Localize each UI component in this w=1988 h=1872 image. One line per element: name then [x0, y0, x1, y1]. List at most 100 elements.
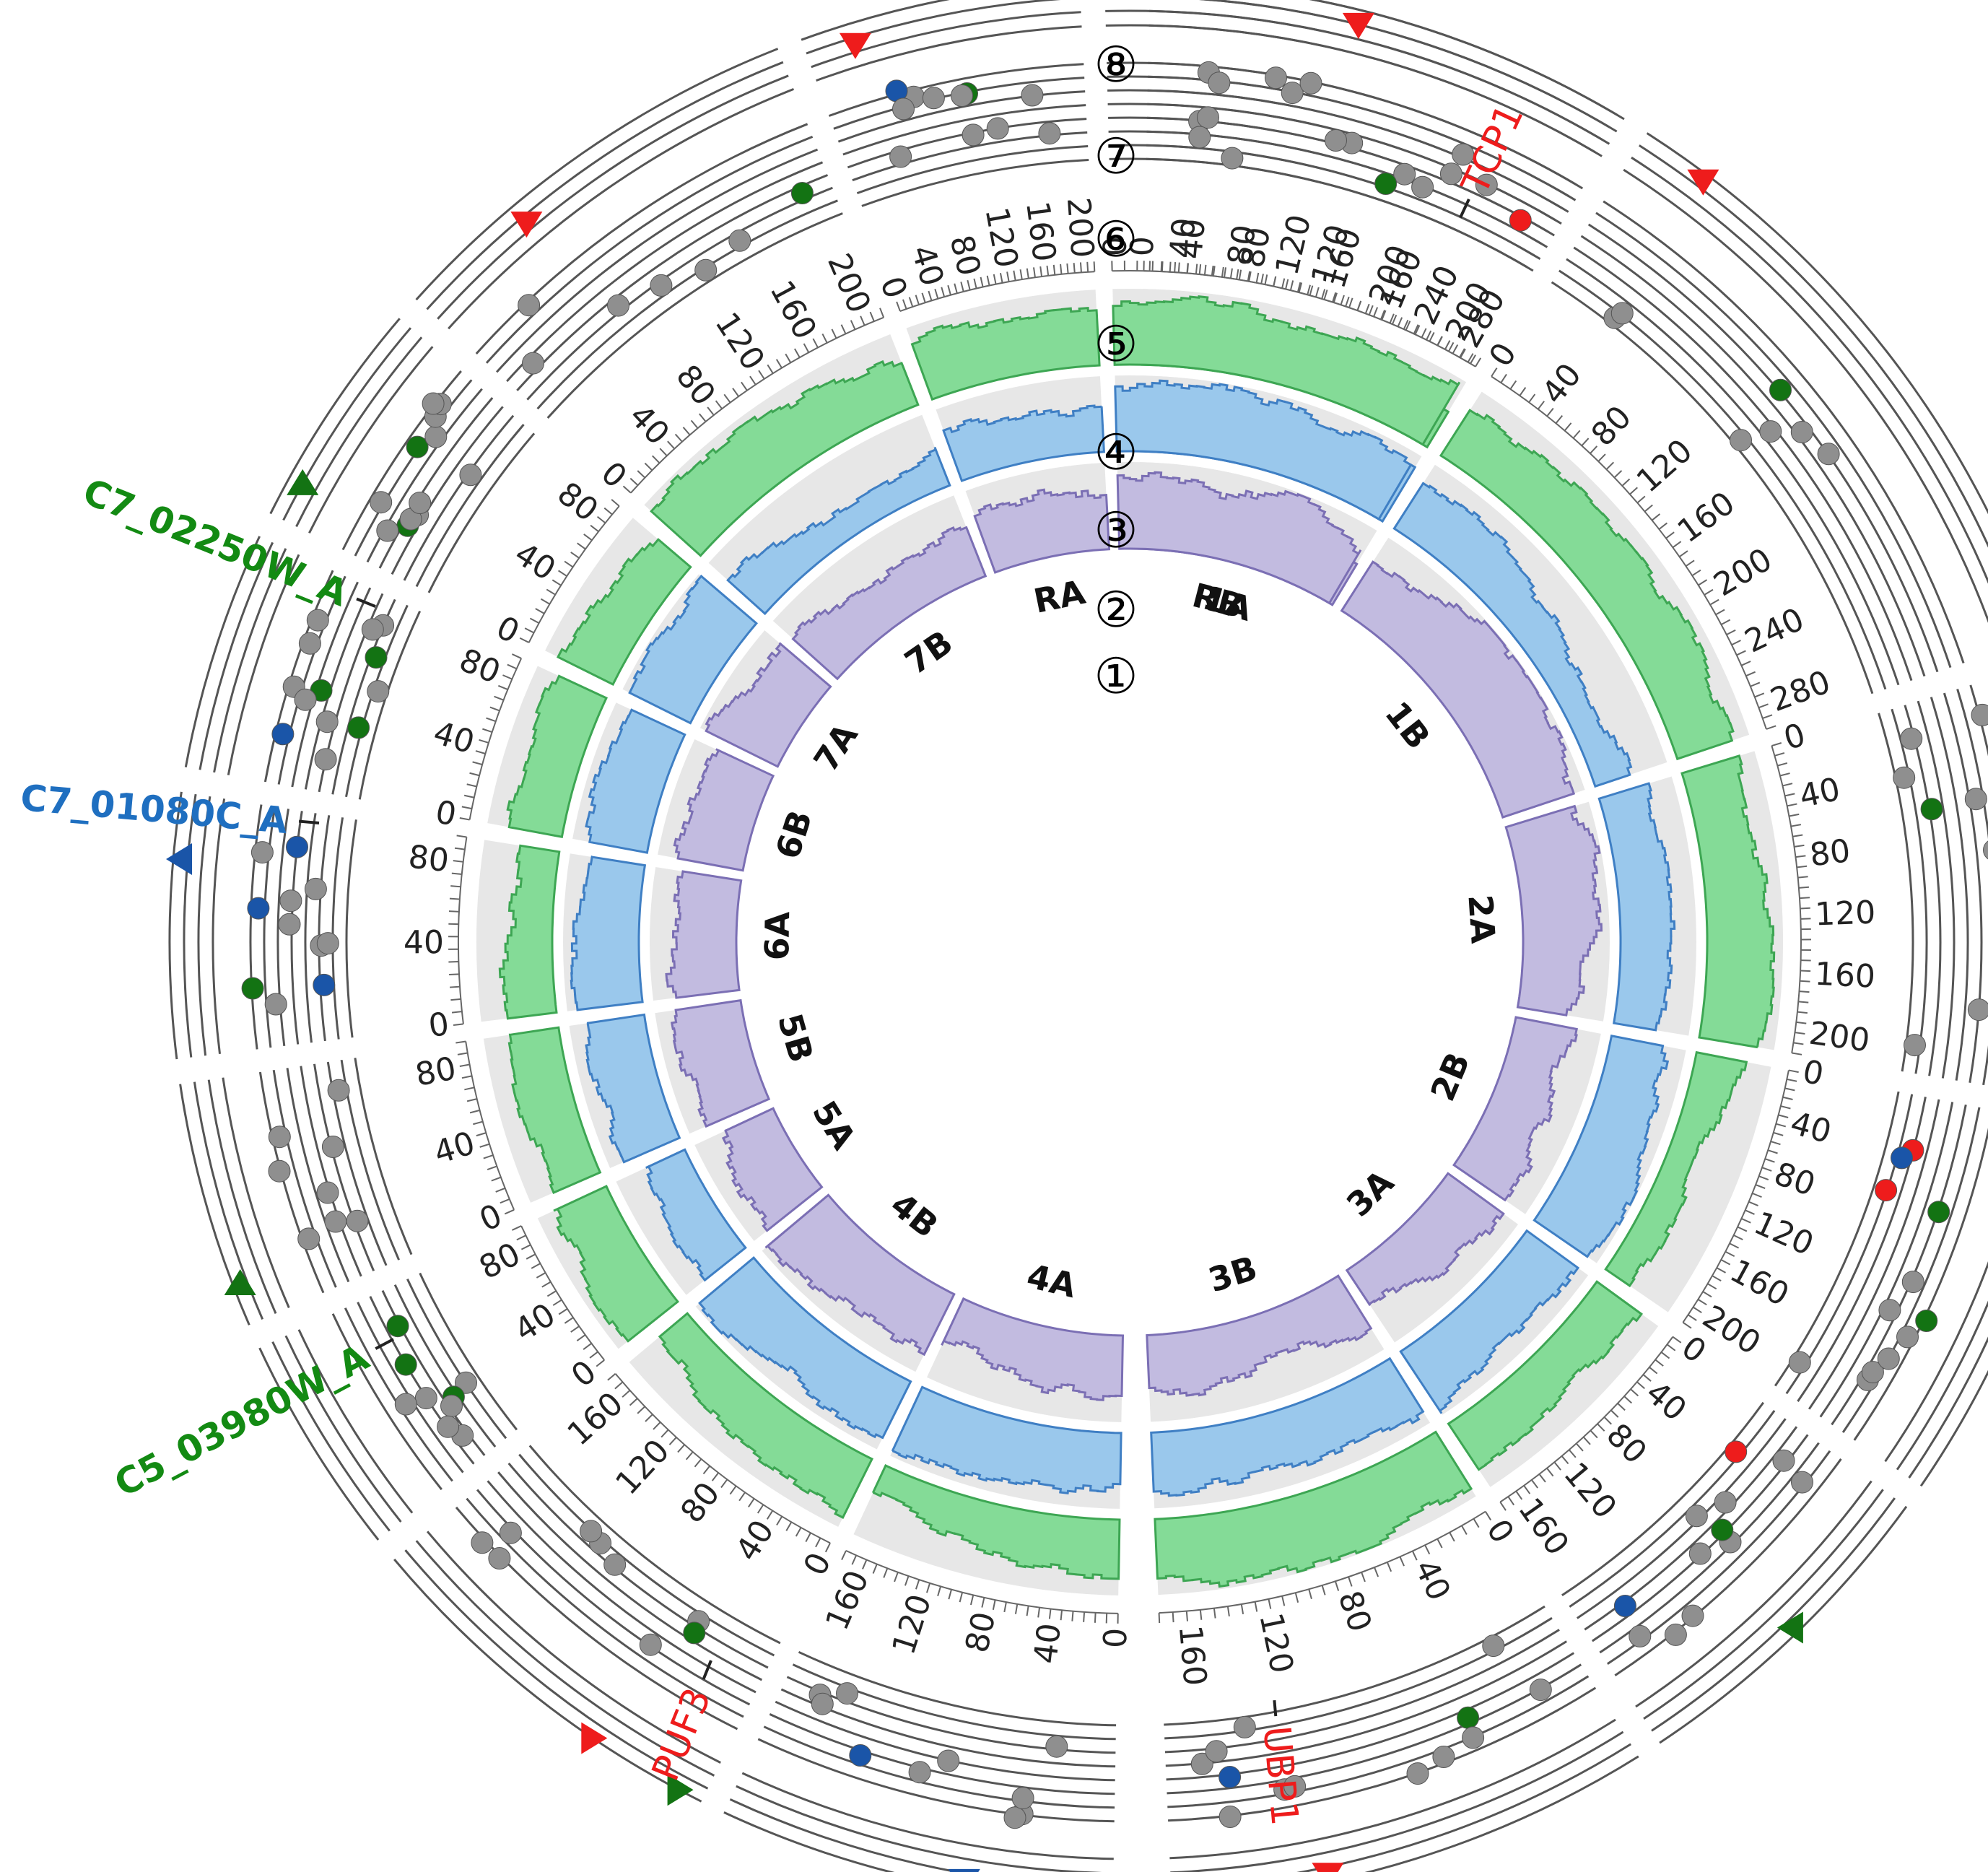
data-point-grey	[440, 1394, 463, 1417]
tick-mark	[1374, 1567, 1379, 1577]
tick-mark	[583, 534, 593, 541]
data-point-grey	[607, 294, 629, 317]
tick-mark	[803, 343, 810, 353]
tick-mark	[1399, 1556, 1405, 1567]
gene-label-c7-02250w-a: C7_02250W_A	[77, 471, 376, 614]
data-point-grey	[522, 352, 544, 375]
tick-mark	[1386, 1562, 1392, 1572]
tick-mark	[860, 315, 866, 326]
tick-mark	[607, 1373, 616, 1381]
track1-histogram-ra	[973, 488, 1111, 574]
grid-arc	[1614, 1458, 1842, 1676]
data-point-grey	[268, 1126, 291, 1149]
grid-arc	[729, 1798, 964, 1872]
tick-mark	[1597, 453, 1606, 462]
tick-label-7b: 160	[762, 274, 824, 345]
tick-mark	[1752, 1192, 1762, 1198]
tick-mark	[504, 1209, 515, 1215]
tick-mark	[1702, 1291, 1712, 1298]
tick-mark	[926, 1583, 931, 1593]
tick-mark	[497, 684, 508, 691]
tick-mark	[973, 278, 977, 289]
grid-arc	[1635, 1480, 1873, 1708]
tick-mark	[483, 1154, 494, 1159]
grid-arc	[1107, 89, 1563, 209]
track1-histogram-4b	[764, 1193, 956, 1357]
grid-arc	[403, 414, 515, 581]
data-point-grey	[889, 145, 912, 168]
tick-mark	[980, 277, 984, 287]
tick-mark	[1289, 280, 1294, 291]
tick-mark	[1461, 1525, 1468, 1535]
track2-histogram-1b	[1392, 482, 1633, 788]
data-point-grey	[1664, 1623, 1687, 1646]
grid-arc	[536, 199, 838, 410]
tick-mark	[1693, 1306, 1702, 1314]
chromosome-label-3b: 3B	[1204, 1248, 1262, 1299]
tick-axis-4a	[845, 1549, 1118, 1614]
tick-mark	[1546, 1468, 1554, 1477]
grid-arc	[183, 793, 197, 1058]
scatter-layer	[241, 61, 1988, 1829]
grid-arc	[1109, 144, 1535, 257]
grid-arc	[1576, 1418, 1787, 1619]
tick-mark	[1660, 1351, 1670, 1359]
tick-mark	[741, 381, 748, 391]
tick-mark	[824, 1542, 831, 1553]
tick-mark	[558, 570, 567, 577]
data-point-grey	[1188, 126, 1211, 149]
grid-arc	[341, 370, 462, 551]
tick-mark	[757, 1504, 764, 1514]
data-point-grey	[1439, 162, 1462, 186]
tick-mark	[464, 1087, 475, 1091]
tick-label-4a: 40	[1027, 1621, 1068, 1666]
tick-mark	[1348, 297, 1353, 308]
tick-label-4a: 120	[885, 1590, 938, 1658]
grid-arc	[213, 548, 287, 773]
tick-mark	[459, 817, 470, 821]
data-point-grey	[1967, 998, 1988, 1022]
track2-histogram-2a	[1597, 782, 1676, 1032]
data-point-green	[386, 1315, 409, 1338]
data-point-grey	[1221, 147, 1244, 170]
grid-arc	[1105, 24, 1596, 153]
tick-label-6a: 0	[427, 1006, 451, 1045]
tick-label-6a: 80	[406, 838, 450, 879]
track-number-2: ②	[1094, 582, 1138, 639]
grid-arc	[1603, 200, 1965, 663]
grid-arc	[258, 1071, 325, 1294]
tick-mark	[1704, 588, 1714, 596]
tick-mark	[596, 1359, 605, 1367]
tick-mark	[637, 1406, 646, 1414]
tick-label-1b: 160	[1671, 484, 1742, 550]
tick-label-ra: 0	[873, 271, 915, 303]
tick-mark	[1666, 1344, 1676, 1351]
tick-mark	[1597, 1423, 1605, 1432]
tick-mark	[1473, 1518, 1480, 1528]
track-number-4: ④	[1094, 425, 1138, 482]
tick-mark	[1332, 292, 1337, 302]
tick-mark	[637, 470, 646, 479]
tick-mark	[1741, 1218, 1751, 1224]
tick-mark	[921, 292, 926, 303]
grid-arc	[1170, 1730, 1624, 1872]
tick-mark	[1770, 1141, 1781, 1146]
grid-arc	[1908, 1336, 1988, 1479]
grid-arc	[1198, 0, 1618, 133]
tick-mark	[449, 897, 460, 900]
grid-arc	[516, 174, 829, 391]
data-point-grey	[694, 258, 718, 282]
tick-mark	[1523, 1485, 1531, 1494]
tick-mark	[831, 328, 837, 339]
data-point-blue	[286, 835, 308, 858]
tick-mark	[1039, 266, 1043, 277]
track2-histogram-6a	[570, 856, 647, 1011]
data-point-grey	[1283, 1775, 1307, 1798]
tick-mark	[711, 1472, 720, 1481]
tick-mark	[1436, 336, 1443, 347]
data-point-grey	[294, 688, 317, 711]
tick-mark	[536, 1272, 546, 1279]
tick-mark	[1546, 407, 1554, 417]
tick-mark	[1715, 609, 1725, 616]
data-point-grey	[518, 294, 541, 317]
